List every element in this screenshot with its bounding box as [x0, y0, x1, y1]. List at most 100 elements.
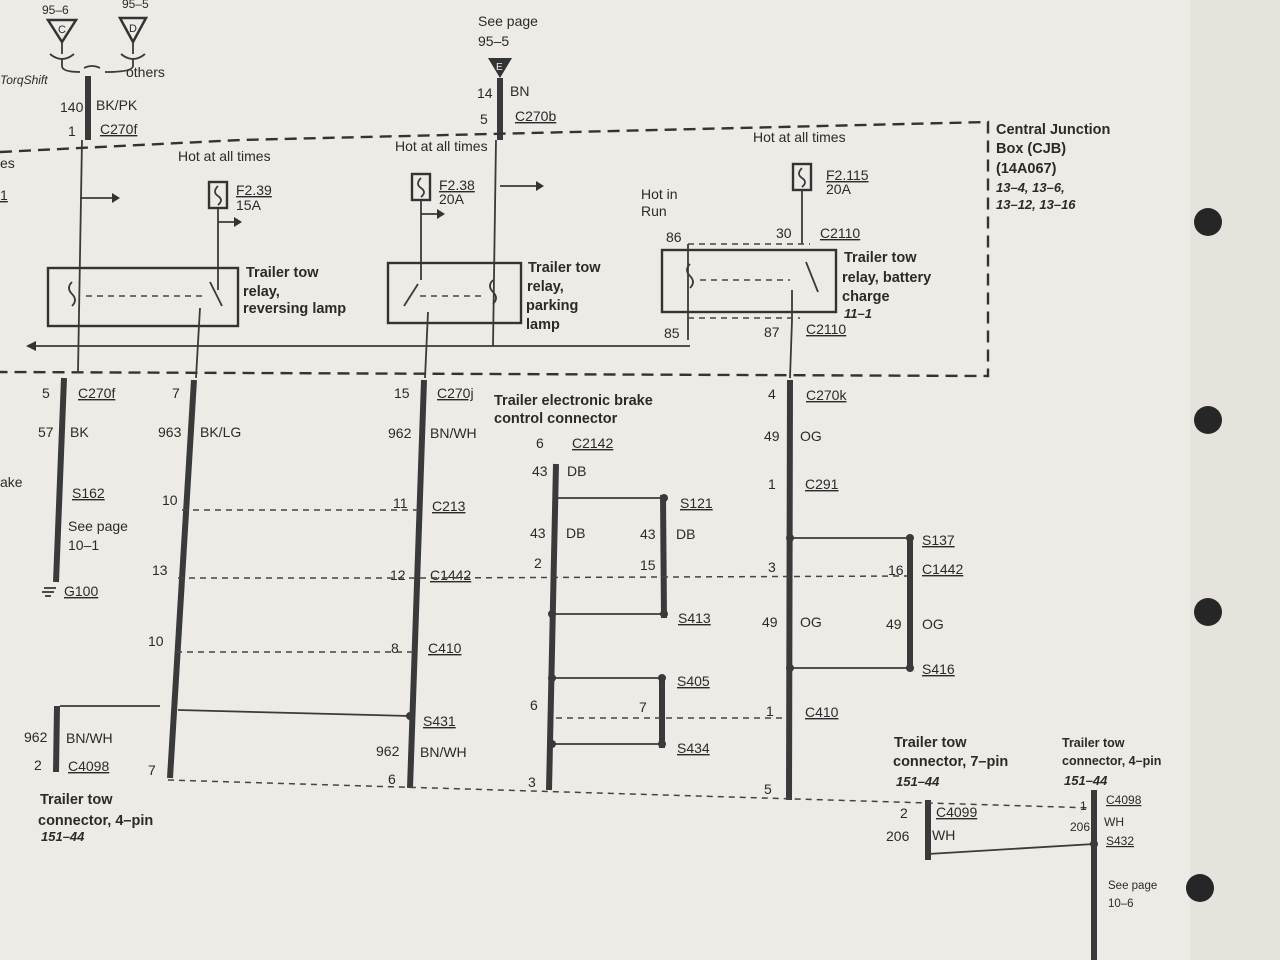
cjb-page-refs: 13–12, 13–16	[996, 197, 1076, 212]
relay-label: lamp	[526, 317, 560, 333]
hot-at-all-times: Hot at all times	[395, 138, 488, 154]
wire-color: BK	[70, 424, 89, 440]
fuse-name: F2.115	[826, 167, 869, 183]
wire-number: 962	[376, 743, 400, 759]
pin-number: 13	[152, 562, 168, 578]
connector-label: C2142	[572, 435, 613, 451]
connector-label: C410	[805, 704, 839, 720]
binder-hole	[1186, 874, 1214, 902]
wire-color: BN	[510, 83, 529, 99]
ground-symbol	[42, 587, 56, 597]
cjb-title: Box (CJB)	[996, 141, 1066, 157]
splice-label: S405	[677, 673, 710, 689]
pin-number: 1	[68, 123, 76, 139]
wire-number: 140	[60, 99, 84, 115]
see-page-label: See page	[478, 13, 538, 29]
connector-title: connector, 4–pin	[38, 813, 153, 829]
connector-label: C4098	[68, 758, 109, 774]
pin-number: 12	[390, 567, 406, 583]
pin-number: 6	[536, 435, 544, 451]
wire-number: 49	[764, 428, 780, 444]
wire-color: DB	[566, 525, 585, 541]
wire-43-db	[546, 463, 559, 791]
connector-title: connector, 7–pin	[893, 754, 1008, 770]
connector-label: C2110	[806, 321, 846, 337]
splice-label: S432	[1106, 834, 1134, 848]
connector-label: C270f	[100, 121, 137, 137]
pin-number: 15	[640, 557, 656, 573]
pin-number: 3	[528, 774, 536, 790]
hot-at-all-times: Hot at all times	[753, 129, 846, 145]
splice-label: S413	[678, 610, 711, 626]
relay-label: relay,	[243, 284, 280, 300]
torqshift-label: TorqShift	[0, 73, 48, 87]
wire-number: 963	[158, 424, 182, 440]
ref-letter: D	[129, 23, 137, 35]
relay-label: charge	[842, 289, 890, 305]
brake-connector-title: Trailer electronic brake	[494, 393, 653, 409]
splice-label: S416	[922, 661, 955, 677]
connector-label: C2110	[820, 225, 860, 241]
ref-letter: C	[58, 24, 66, 36]
connector-label: C270b	[515, 108, 556, 124]
pin-number: 10	[162, 492, 178, 508]
pin-number: 3	[768, 559, 776, 575]
fuse-name: F2.39	[236, 182, 272, 198]
relay-label: Trailer tow	[528, 260, 601, 276]
fuse-rating: 15A	[236, 197, 262, 213]
connector-label: C4098	[1106, 793, 1142, 807]
fuse-rating: 20A	[826, 181, 852, 197]
splice-label: S162	[72, 485, 105, 501]
wire-number: 57	[38, 424, 54, 440]
connector-label: C291	[805, 476, 839, 492]
splice-label: S434	[677, 740, 710, 756]
relay-parking-lamp	[386, 261, 523, 325]
wire-number: 14	[477, 85, 493, 101]
wire-962-bnwh	[407, 379, 427, 789]
pin-number: 16	[888, 562, 904, 578]
relay-label: Trailer tow	[844, 250, 917, 266]
wire-color: BN/WH	[66, 730, 113, 746]
wire-color: BK/PK	[96, 97, 138, 113]
see-page-number: 10–1	[68, 537, 99, 553]
wire-number: 49	[886, 616, 902, 632]
connector-label: C410	[428, 640, 462, 656]
connector-title: Trailer tow	[40, 792, 113, 808]
pin-number: 10	[148, 633, 164, 649]
binder-hole	[1194, 208, 1222, 236]
wire-43-db-splice	[660, 494, 667, 619]
ref-page-right: 95–5	[122, 0, 149, 11]
wire-color: OG	[800, 614, 822, 630]
fuse-rating: 20A	[439, 191, 465, 207]
pin-number: 2	[534, 555, 542, 571]
pin-number: 2	[900, 805, 908, 821]
wire-number: 43	[640, 526, 656, 542]
connector-label: C4099	[936, 804, 977, 820]
binder-hole	[1194, 598, 1222, 626]
pin-number: 11	[393, 495, 408, 511]
wire-number: 206	[886, 828, 910, 844]
fuse-f2-38	[410, 172, 432, 202]
splice-label: S431	[423, 713, 456, 729]
wire-color: BN/WH	[420, 744, 467, 760]
splice-label: S121	[680, 495, 713, 511]
pin-number: 87	[764, 324, 780, 340]
hot-in-run: Hot in	[641, 186, 678, 202]
page-edge	[1190, 0, 1280, 960]
ref-connector-c: C	[45, 18, 79, 60]
splice-label: S137	[922, 532, 955, 548]
brake-connector-title: control connector	[494, 411, 618, 427]
wire-color: WH	[1104, 815, 1124, 829]
hot-in-run: Run	[641, 203, 667, 219]
ref-connector-e	[488, 58, 512, 78]
page-ref: 151–44	[1064, 773, 1108, 788]
relay-reversing-lamp	[46, 266, 240, 328]
pin-number: 4	[768, 386, 776, 402]
wire-963-bklg	[167, 379, 197, 779]
see-page-label: See page	[1108, 880, 1157, 892]
cjb-page-refs: 13–4, 13–6,	[996, 180, 1065, 195]
cut-off-label: ake	[0, 474, 23, 490]
connector-title: Trailer tow	[894, 735, 967, 751]
wire-number: 43	[532, 463, 548, 479]
